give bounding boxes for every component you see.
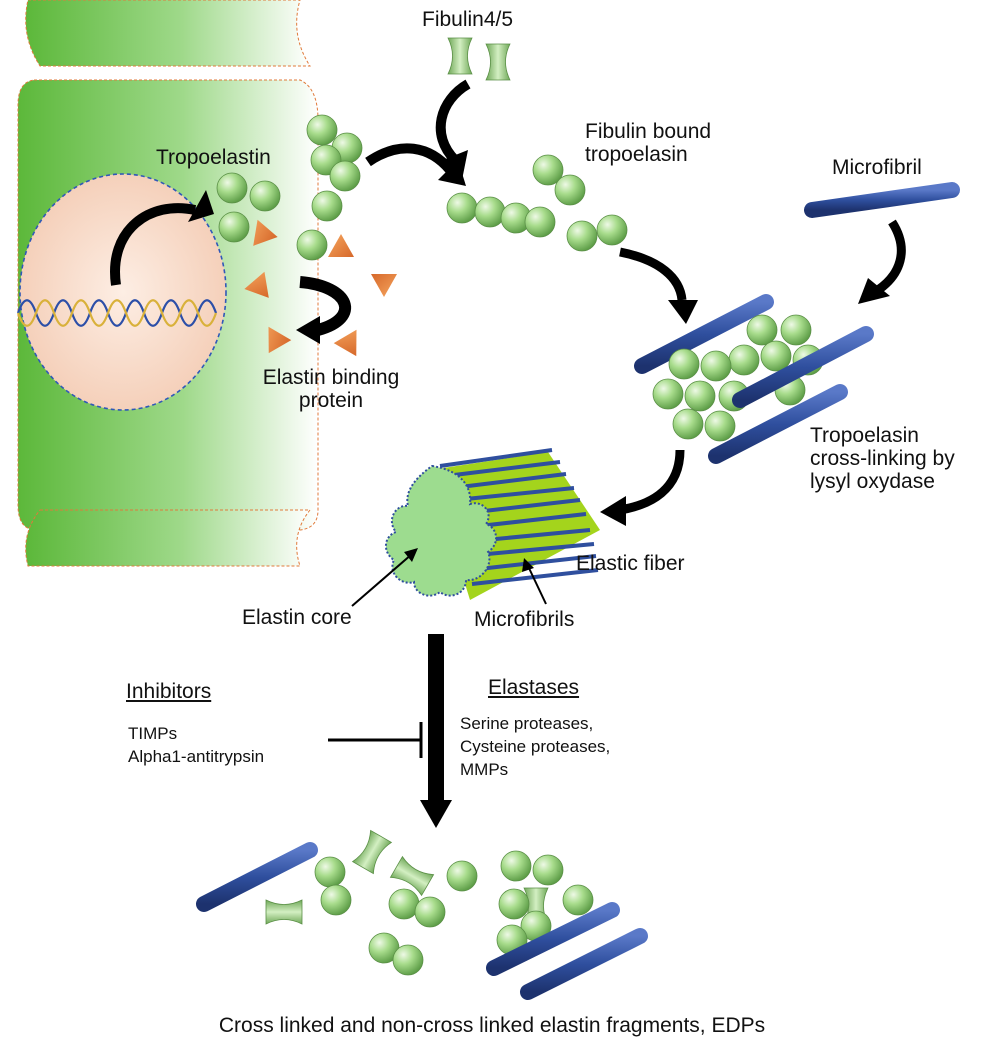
arrow-degradation bbox=[420, 634, 452, 828]
label-elastic-fiber: Elastic fiber bbox=[576, 552, 685, 575]
label-crosslinking-line3: lysyl oxydase bbox=[810, 470, 935, 493]
label-fibulin-bound-line2: tropoelasin bbox=[585, 143, 688, 166]
fibulin-hourglass-icon bbox=[447, 37, 511, 81]
label-elastin-core: Elastin core bbox=[242, 606, 352, 629]
label-inhibitors-title: Inhibitors bbox=[126, 680, 212, 703]
label-microfibrils: Microfibrils bbox=[474, 608, 575, 631]
dna-helix-icon bbox=[16, 299, 218, 327]
crosslinked-cluster-icon bbox=[634, 294, 874, 464]
arrow-fibulin-to-crosslink bbox=[619, 247, 698, 324]
label-fragments: Cross linked and non-cross linked elasti… bbox=[218, 1014, 766, 1037]
inhibitor-line bbox=[328, 722, 423, 758]
elastase-item: Serine proteases, bbox=[460, 714, 594, 733]
elastase-item: MMPs bbox=[460, 760, 509, 779]
elastic-fiber-icon bbox=[385, 448, 600, 600]
label-elastin-binding-protein: Elastin binding protein bbox=[256, 366, 406, 412]
label-microfibril: Microfibril bbox=[832, 156, 922, 179]
label-elastases-title: Elastases bbox=[488, 676, 580, 699]
cell-bottom-fragment bbox=[25, 509, 312, 567]
recycling-arrow bbox=[296, 276, 352, 344]
elastases-list: Serine proteases, Cysteine proteases, MM… bbox=[460, 712, 610, 781]
label-ebp-line1: Elastin binding bbox=[262, 366, 400, 389]
microfibril-rod-icon bbox=[804, 182, 960, 218]
elastin-fragments-icon bbox=[196, 830, 648, 1000]
label-tropoelastin: Tropoelastin bbox=[156, 146, 271, 169]
fibulin-bound-tropoelastin-icon bbox=[446, 154, 628, 252]
arrow-to-elastic-fiber bbox=[600, 449, 685, 526]
nucleus bbox=[19, 173, 227, 411]
inhibitors-list: TIMPs Alpha1-antitrypsin bbox=[128, 722, 264, 768]
label-crosslinking-line1: Tropoelasin bbox=[810, 424, 919, 447]
cell-top-fragment bbox=[25, 0, 311, 67]
elastase-item: Cysteine proteases, bbox=[460, 737, 611, 756]
inhibitor-item: Alpha1-antitrypsin bbox=[128, 747, 265, 766]
label-crosslinking-line2: cross-linking by bbox=[810, 447, 955, 470]
label-ebp-line2: protein bbox=[298, 389, 364, 412]
label-fibulin-bound: Fibulin bound tropoelasin bbox=[585, 120, 711, 166]
arrow-nucleus-to-tropoelastin bbox=[110, 190, 214, 286]
arrow-microfibril-down bbox=[858, 219, 906, 304]
inhibitor-item: TIMPs bbox=[128, 724, 178, 743]
arrow-fibulin-down bbox=[435, 79, 471, 180]
pointer-elastin-core bbox=[351, 548, 418, 607]
pointer-microfibrils bbox=[522, 558, 547, 605]
label-fibulin: Fibulin4/5 bbox=[422, 8, 514, 31]
label-crosslinking: Tropoelasin cross-linking by lysyl oxyda… bbox=[810, 424, 955, 493]
label-fibulin-bound-line1: Fibulin bound bbox=[585, 120, 712, 143]
